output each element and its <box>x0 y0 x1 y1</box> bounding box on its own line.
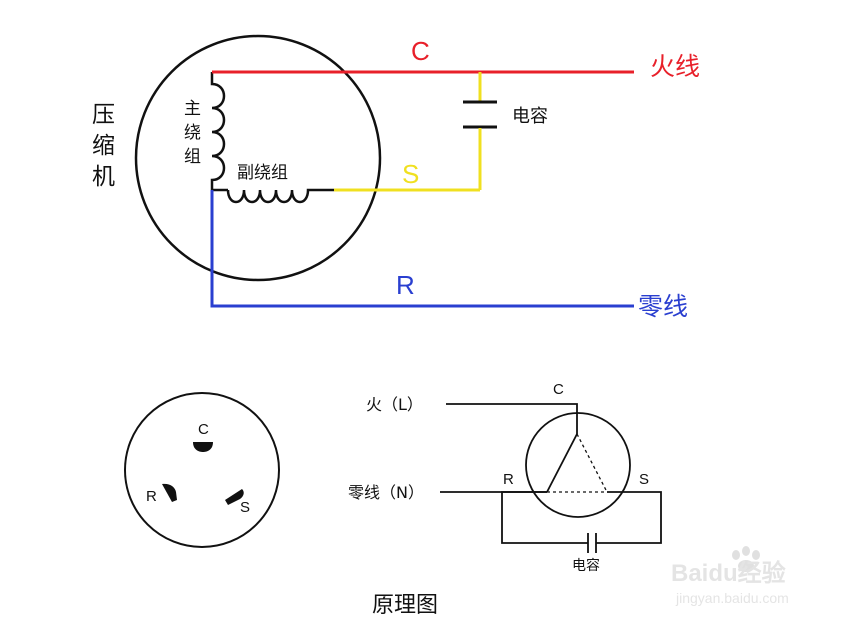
schematic-caption: 原理图 <box>372 593 438 618</box>
schematic-cap-loop-right <box>596 491 662 544</box>
schematic-terminal-r: R <box>503 471 514 488</box>
schematic-live-wire <box>446 403 578 434</box>
pin-s-label: S <box>240 499 250 516</box>
main-winding-label-char-3: 组 <box>184 147 201 167</box>
main-winding-label-char-2: 绕 <box>184 123 201 143</box>
aux-winding-coil <box>226 188 334 204</box>
watermark-brand: Baidu经验 <box>671 559 786 587</box>
aux-winding-label: 副绕组 <box>237 163 288 183</box>
live-wire-label: 火线 <box>650 52 700 81</box>
pin-c-shape <box>193 442 213 452</box>
terminal-c-label: C <box>411 36 430 66</box>
terminal-s-label: S <box>402 159 419 189</box>
compressor-label-char-1: 压 <box>92 102 115 128</box>
pin-r-label: R <box>146 488 157 505</box>
schematic-winding-c-s <box>576 433 608 493</box>
baidu-watermark: Baidu经验 jingyan.baidu.com <box>671 546 789 606</box>
watermark-url: jingyan.baidu.com <box>675 590 789 606</box>
neutral-wire-label: 零线 <box>638 292 688 321</box>
principle-schematic: 火（L） C 零线（N） R S 电容 <box>348 381 662 574</box>
schematic-winding-c-r <box>546 433 578 493</box>
terminal-r-label: R <box>396 270 415 300</box>
schematic-neutral-label: 零线（N） <box>348 483 424 502</box>
schematic-live-label: 火（L） <box>366 395 423 414</box>
pin-s-shape <box>225 489 244 505</box>
pin-r-shape <box>162 483 177 502</box>
schematic-motor-circle <box>525 412 631 518</box>
paw-logo-icon <box>732 546 760 572</box>
compressor-label-char-3: 机 <box>92 164 115 190</box>
main-winding-coil <box>210 72 226 190</box>
schematic-terminal-c: C <box>553 381 564 398</box>
socket-body-circle <box>124 392 280 548</box>
main-winding-label-char-1: 主 <box>184 99 201 119</box>
schematic-cap-loop-left <box>501 491 588 544</box>
compressor-label-char-2: 缩 <box>92 133 115 159</box>
neutral-wire-r <box>210 190 634 308</box>
compressor-body-circle <box>134 34 382 282</box>
pin-c-label: C <box>198 421 209 438</box>
schematic-capacitor-label: 电容 <box>572 557 600 574</box>
schematic-terminal-s: S <box>639 471 649 488</box>
compressor-wiring-diagram: 压 缩 机 主 绕 组 副绕组 C 火线 电容 S R 零线 <box>92 34 700 321</box>
capacitor-label: 电容 <box>512 106 548 127</box>
terminal-socket-diagram: C R S <box>124 392 280 548</box>
